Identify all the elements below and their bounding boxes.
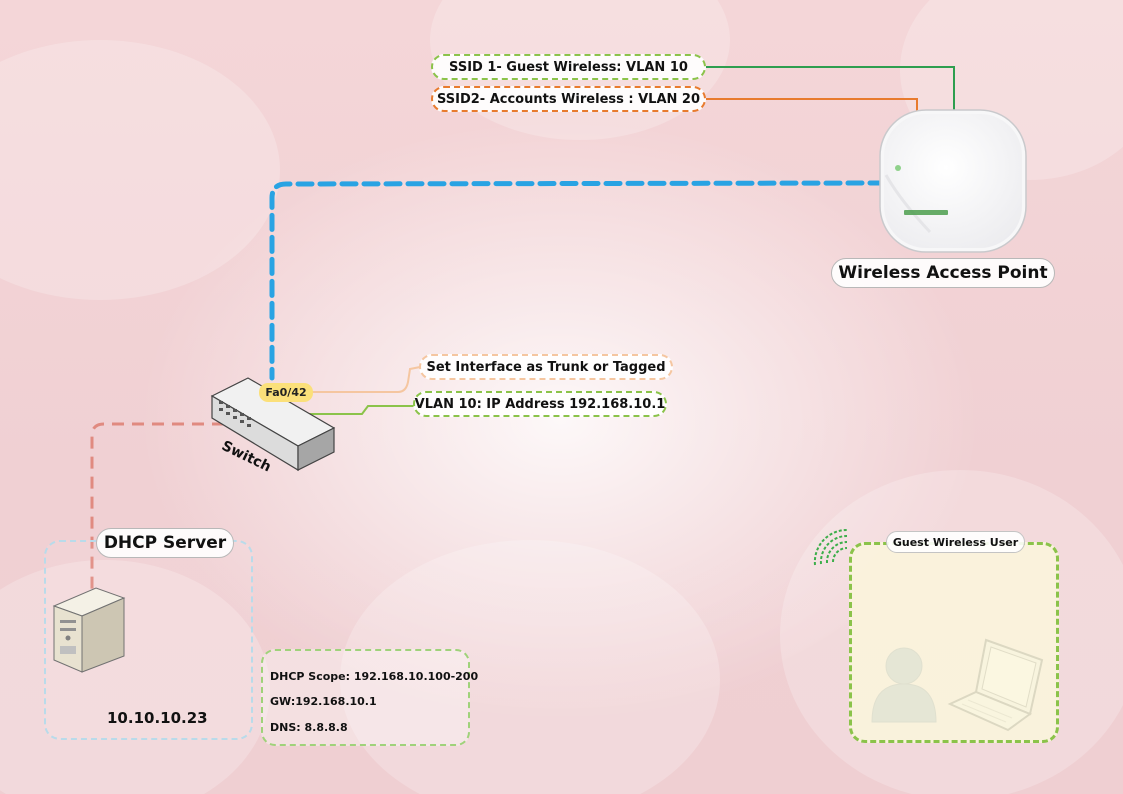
server-ip: 10.10.10.23 xyxy=(107,709,208,727)
dhcp-server-label: DHCP Server xyxy=(96,528,234,558)
gateway-line: GW:192.168.10.1 xyxy=(270,695,377,708)
ssid1-label: SSID 1- Guest Wireless: VLAN 10 xyxy=(431,54,706,80)
switch-icon xyxy=(210,377,336,472)
ssid2-label: SSID2- Accounts Wireless : VLAN 20 xyxy=(431,86,706,112)
server-link xyxy=(90,422,224,590)
dns-line: DNS: 8.8.8.8 xyxy=(270,721,348,734)
background-bubble xyxy=(340,540,720,794)
vlan10-note: VLAN 10: IP Address 192.168.10.1 xyxy=(413,391,667,417)
dhcp-server-group xyxy=(44,540,253,740)
trunk-link xyxy=(269,180,887,381)
guest-user-label: Guest Wireless User xyxy=(886,531,1025,553)
ssid2-connector xyxy=(706,98,918,114)
dhcp-scope-line: DHCP Scope: 192.168.10.100-200 xyxy=(270,670,479,683)
wifi-signal-icon xyxy=(813,528,848,566)
ssid1-connector xyxy=(706,66,955,112)
background-bubble xyxy=(0,40,280,300)
trunk-note-connector xyxy=(310,366,421,393)
server-icon xyxy=(52,587,126,673)
access-point-label: Wireless Access Point xyxy=(831,258,1055,288)
port-tag: Fa0/42 xyxy=(259,383,313,402)
trunk-note: Set Interface as Trunk or Tagged xyxy=(419,354,673,380)
vlan-note-connector xyxy=(302,405,414,415)
guest-user-group xyxy=(849,542,1059,743)
dhcp-scope-box: DHCP Scope: 192.168.10.100-200 GW:192.16… xyxy=(261,649,478,746)
access-point-icon xyxy=(879,109,1027,253)
